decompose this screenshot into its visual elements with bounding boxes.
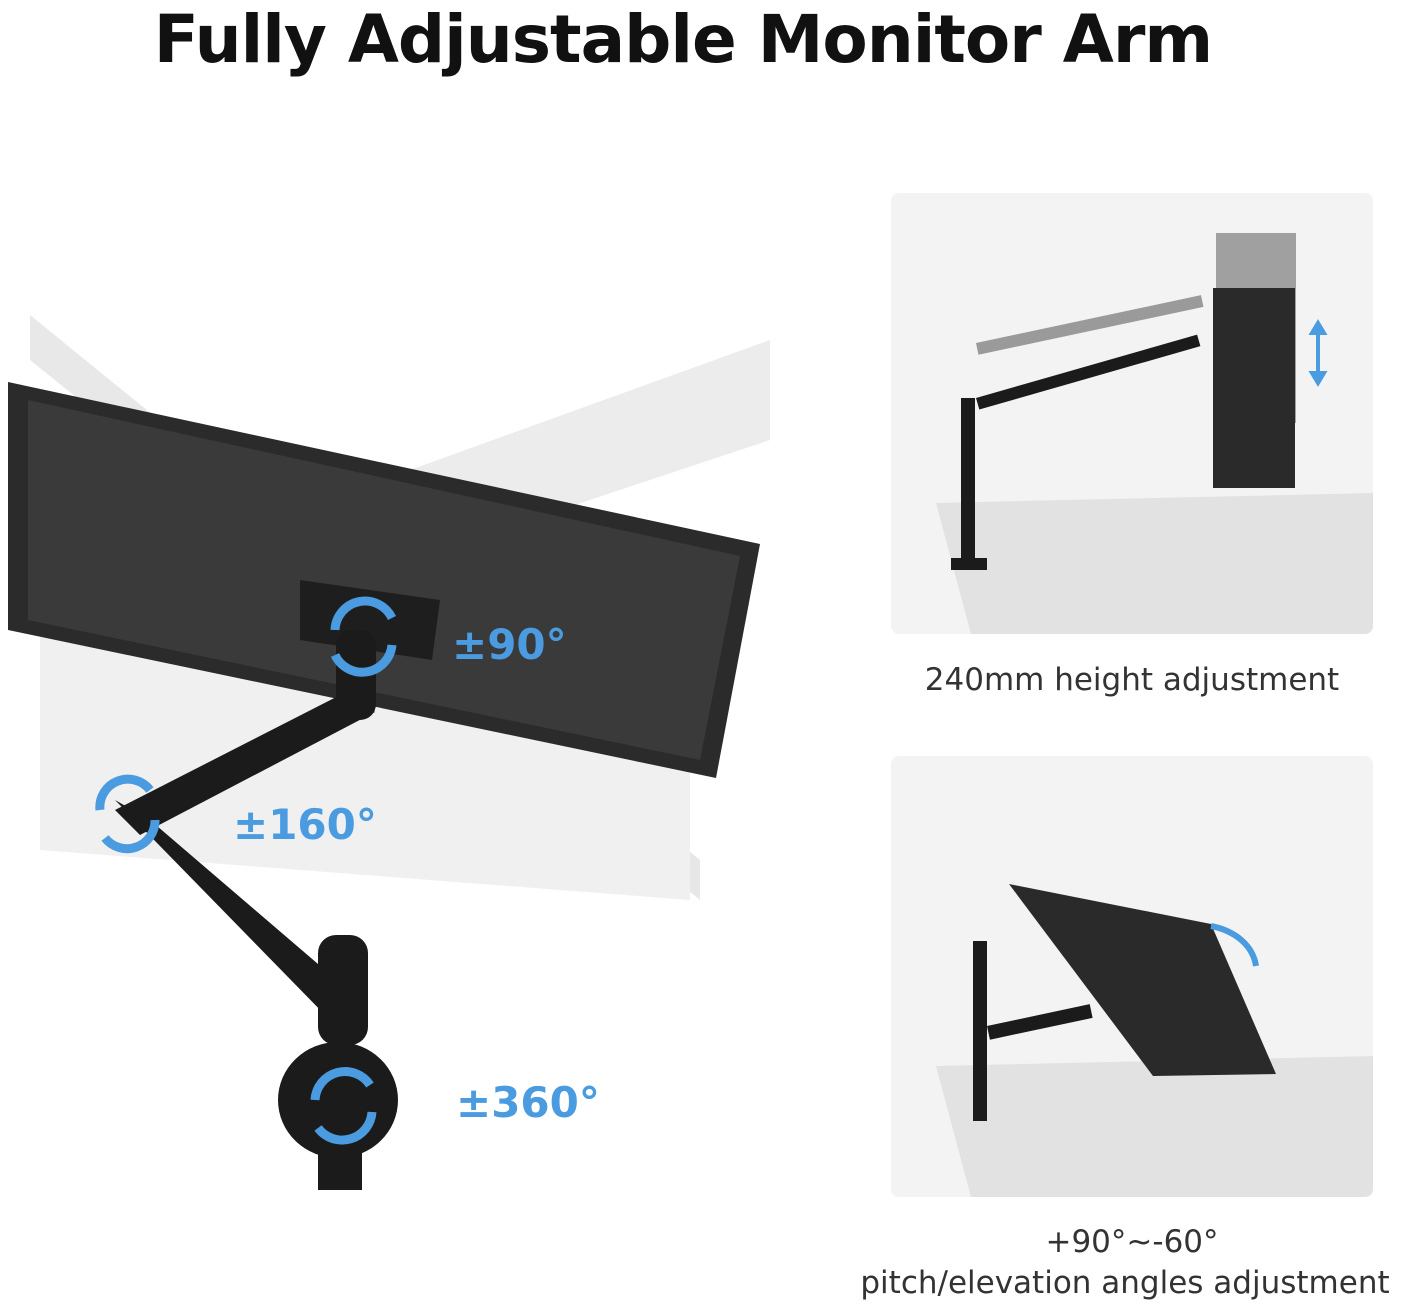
- pitch-adjustment-panel: [891, 756, 1373, 1197]
- rotate-arrows-icon: [95, 596, 397, 1145]
- up-down-arrow-icon: [1308, 319, 1328, 387]
- base-angle-label: ±360°: [456, 1078, 600, 1127]
- height-caption: 240mm height adjustment: [924, 662, 1340, 698]
- pitch-caption-text: pitch/elevation angles adjustment: [860, 1265, 1390, 1301]
- tilt-angle-label: ±90°: [452, 620, 567, 669]
- curved-arrow-icon: [1210, 923, 1259, 967]
- elbow-angle-label: ±160°: [233, 800, 377, 849]
- monitor-arm-illustration: [8, 315, 770, 1190]
- height-adjustment-panel: [891, 193, 1373, 634]
- page-title: Fully Adjustable Monitor Arm: [153, 1, 1213, 78]
- pitch-caption-angles: +90°~-60°: [1045, 1224, 1219, 1260]
